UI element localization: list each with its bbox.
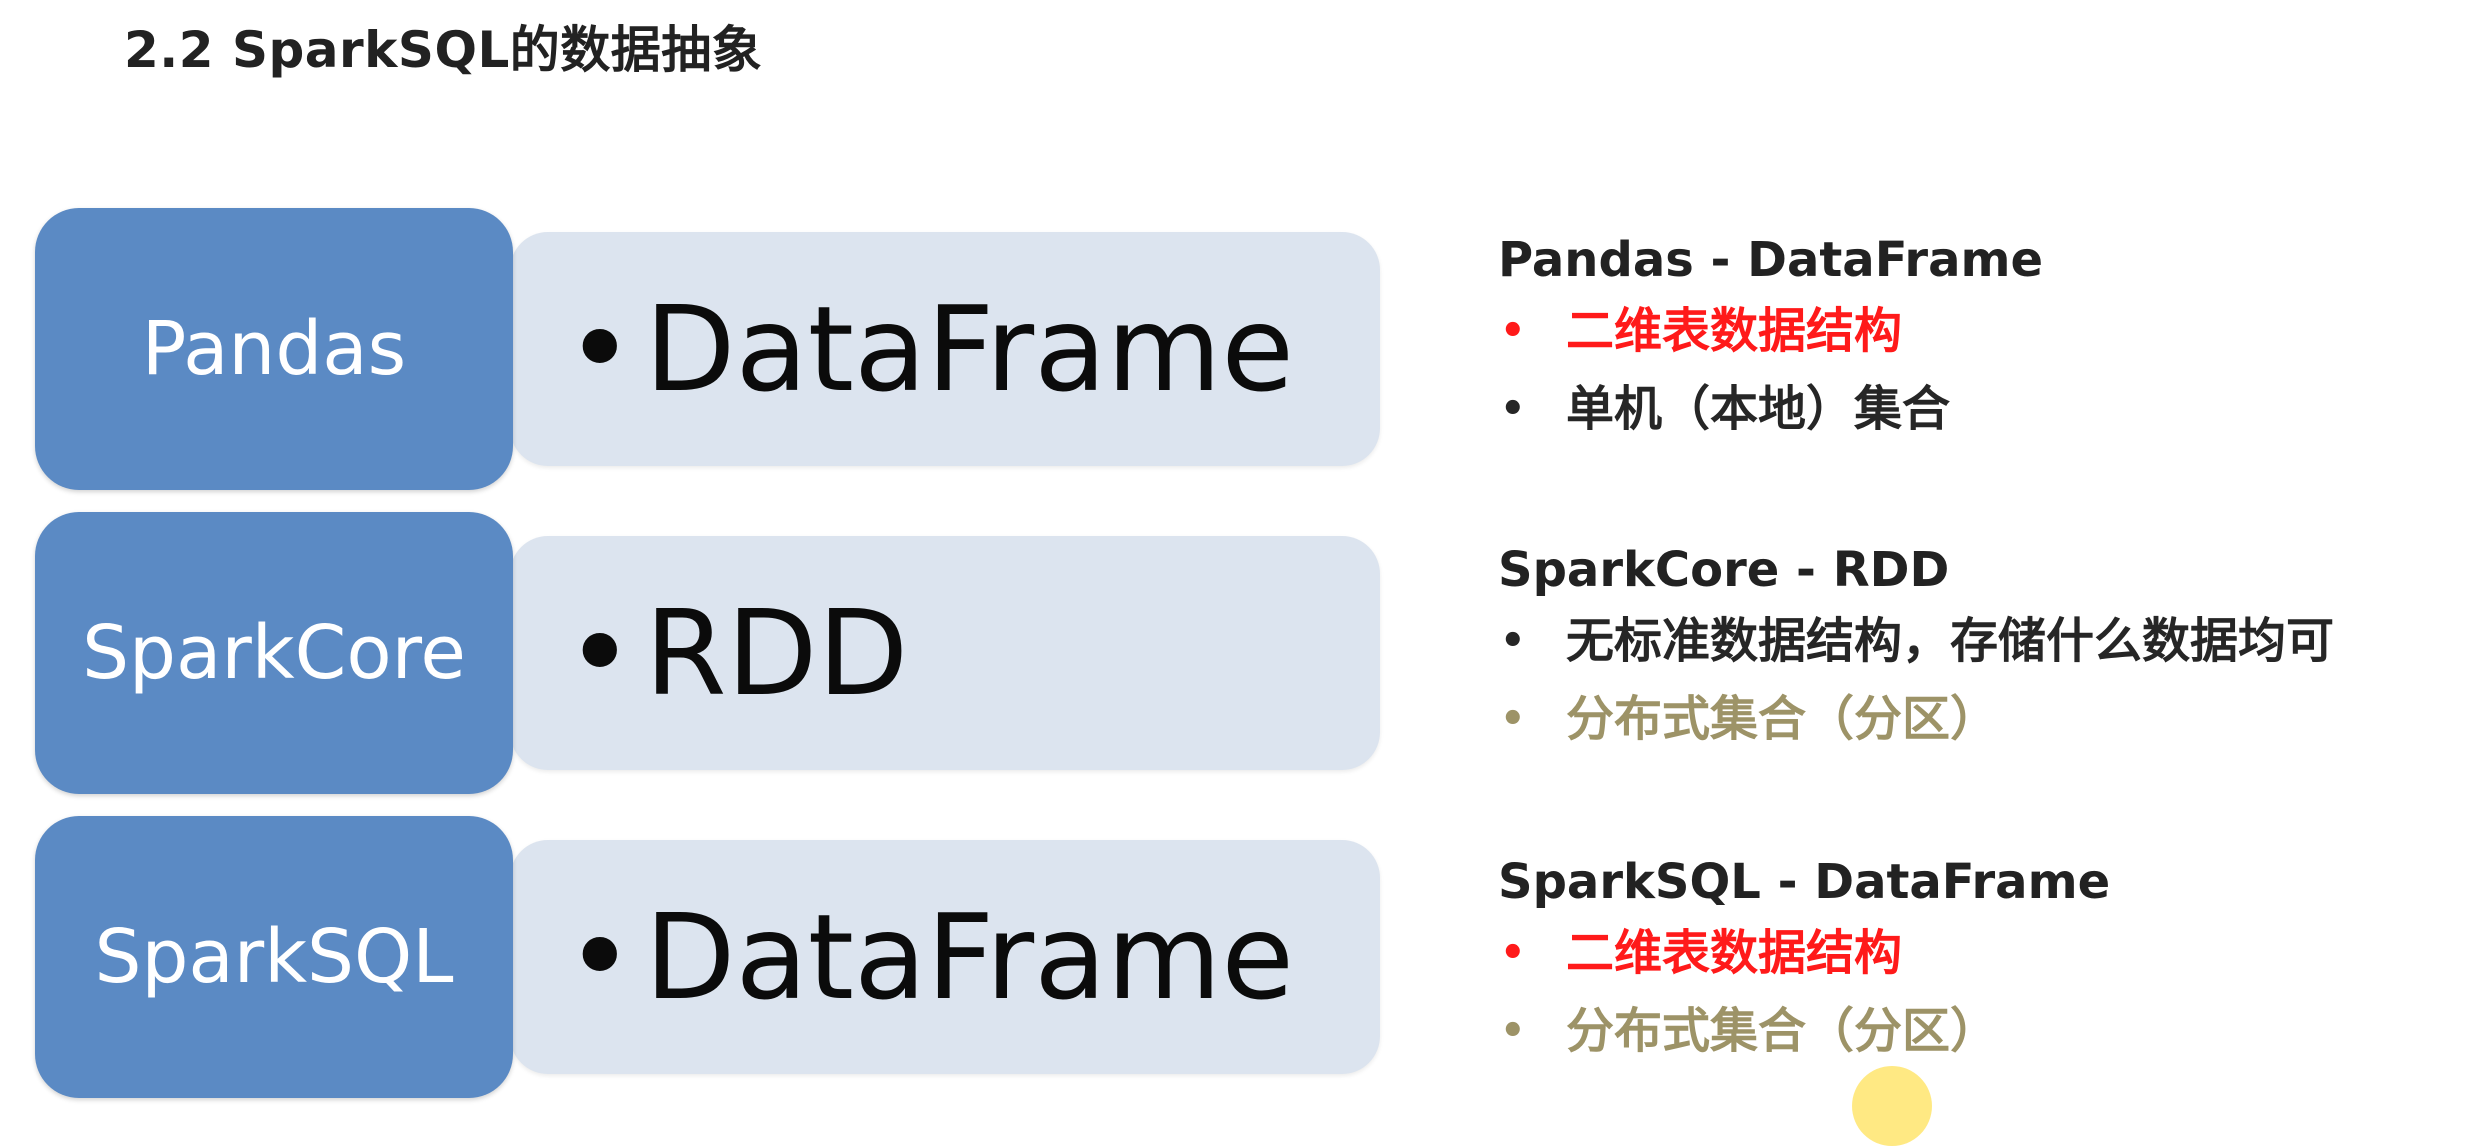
description-sparkcore: SparkCore - RDD •无标准数据结构，存储什么数据均可 •分布式集合… [1498,538,2478,758]
bullet-icon: • [1500,618,1526,664]
row-sparkcore: •RDD SparkCore [35,512,1380,794]
description-item: •二维表数据结构 [1498,914,2478,992]
bullet-icon: • [1500,308,1526,354]
abstraction-text: •DataFrame [565,816,1294,1098]
description-title: Pandas - DataFrame [1498,232,2044,288]
description-title: SparkCore - RDD [1498,542,1950,598]
label-box-sparksql: SparkSQL [35,816,513,1098]
abstraction-text: •DataFrame [565,208,1294,490]
description-item: •无标准数据结构，存储什么数据均可 [1498,602,2478,680]
description-item: •分布式集合（分区） [1498,992,2478,1070]
description-item: •单机（本地）集合 [1498,370,2478,448]
bullet-icon: • [565,584,635,722]
abstraction-label: DataFrame [644,888,1295,1026]
description-item: •分布式集合（分区） [1498,680,2478,758]
page-title: 2.2 SparkSQL的数据抽象 [124,21,763,79]
abstraction-text: •RDD [565,512,908,794]
bullet-icon: • [565,888,635,1026]
abstraction-pill [510,536,1380,770]
abstraction-pill [510,840,1380,1074]
label-box-pandas: Pandas [35,208,513,490]
description-title: SparkSQL - DataFrame [1498,854,2111,910]
abstraction-pill [510,232,1380,466]
bullet-icon: • [1500,386,1526,432]
description-pandas: Pandas - DataFrame •二维表数据结构 •单机（本地）集合 [1498,228,2478,448]
bullet-icon: • [565,280,635,418]
bullet-icon: • [1500,930,1526,976]
abstraction-label: RDD [644,584,909,722]
abstraction-label: DataFrame [644,280,1295,418]
description-sparksql: SparkSQL - DataFrame •二维表数据结构 •分布式集合（分区） [1498,850,2478,1070]
bullet-icon: • [1500,696,1526,742]
row-sparksql: •DataFrame SparkSQL [35,816,1380,1098]
description-item: •二维表数据结构 [1498,292,2478,370]
mouse-cursor-highlight-icon [1852,1066,1932,1146]
bullet-icon: • [1500,1008,1526,1054]
row-pandas: •DataFrame Pandas [35,208,1380,490]
label-box-sparkcore: SparkCore [35,512,513,794]
